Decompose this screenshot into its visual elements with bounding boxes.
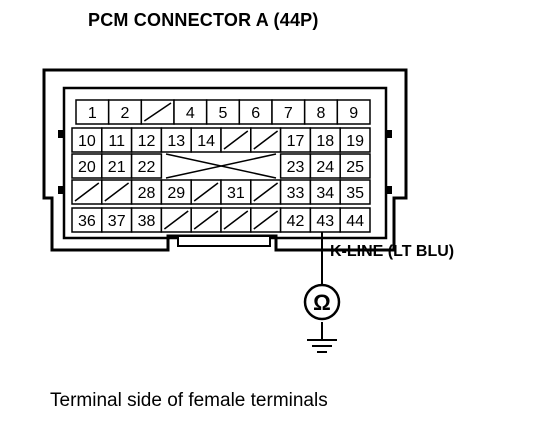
unused-terminal-slash: [223, 130, 249, 150]
terminal-number: 2: [121, 105, 130, 122]
terminal-number: 35: [346, 185, 364, 202]
ground-icon: [307, 339, 337, 353]
terminal-number: 6: [251, 105, 260, 122]
terminal-cell: [309, 127, 341, 153]
terminal-number: 24: [316, 159, 334, 176]
terminal-cell: [101, 207, 133, 233]
terminal-number: 20: [78, 159, 96, 176]
terminal-number: 13: [167, 133, 185, 150]
unused-terminal-slash: [143, 102, 172, 122]
terminal-cell: [160, 179, 192, 205]
terminal-number: 10: [78, 133, 96, 150]
unused-terminal-slash: [193, 210, 219, 230]
unused-terminal-slash: [193, 182, 219, 202]
terminal-number: 25: [346, 159, 364, 176]
terminal-number: 31: [227, 185, 245, 202]
terminal-cell: [173, 99, 208, 125]
terminal-cell: [75, 99, 110, 125]
ohm-meter-icon: Ω: [303, 283, 341, 321]
unused-terminal-slash: [253, 210, 279, 230]
terminal-number: 18: [316, 133, 334, 150]
unused-terminal-slash: [104, 182, 130, 202]
terminal-number: 4: [186, 105, 195, 122]
diagram-caption: Terminal side of female terminals: [50, 390, 328, 411]
diagram-title: PCM CONNECTOR A (44P): [88, 10, 319, 30]
unused-terminal-slash: [253, 182, 279, 202]
terminal-cell: [339, 207, 371, 233]
terminal-cell: [130, 153, 163, 179]
terminal-cell: [339, 127, 371, 153]
terminal-cell: [309, 179, 341, 205]
terminal-number: 8: [317, 105, 326, 122]
terminal-number: 44: [346, 213, 364, 230]
terminal-cell: [339, 153, 371, 179]
terminal-number: 29: [167, 185, 185, 202]
terminal-number: 36: [78, 213, 96, 230]
terminal-number: 7: [284, 105, 293, 122]
unused-terminal-slash: [74, 182, 100, 202]
unused-terminal-slash: [163, 210, 189, 230]
terminal-number: 34: [316, 185, 334, 202]
terminal-number: 17: [287, 133, 305, 150]
terminal-cell: [279, 179, 312, 205]
wire-label: K-LINE (LT BLU): [330, 243, 455, 260]
terminal-number: 19: [346, 133, 364, 150]
terminal-number: 37: [108, 213, 126, 230]
unused-terminal-slash: [253, 130, 279, 150]
terminal-number: 28: [138, 185, 156, 202]
connector-housing: [42, 68, 408, 252]
terminal-number: 22: [138, 159, 156, 176]
terminal-number: 33: [287, 185, 305, 202]
terminal-number: 38: [138, 213, 156, 230]
terminal-number: 23: [287, 159, 305, 176]
svg-text:Ω: Ω: [313, 290, 331, 315]
lock-tab: [177, 235, 271, 247]
terminal-cell: [160, 127, 192, 153]
terminal-number: 12: [138, 133, 156, 150]
terminal-cell: [279, 153, 312, 179]
terminal-cell: [205, 99, 241, 125]
terminal-cell: [130, 207, 163, 233]
terminal-number: 1: [88, 105, 97, 122]
unused-terminal-slash: [223, 210, 249, 230]
terminal-cell: [220, 179, 252, 205]
terminal-cell: [339, 179, 371, 205]
terminal-cell: [238, 99, 273, 125]
terminal-number: 21: [108, 159, 126, 176]
terminal-number: 42: [287, 213, 305, 230]
terminal-number: 5: [219, 105, 228, 122]
terminal-cell: [336, 99, 371, 125]
terminal-number: 11: [108, 133, 125, 150]
terminal-number: 43: [316, 213, 334, 230]
terminal-number: 14: [197, 133, 215, 150]
terminal-number: 9: [349, 105, 358, 122]
